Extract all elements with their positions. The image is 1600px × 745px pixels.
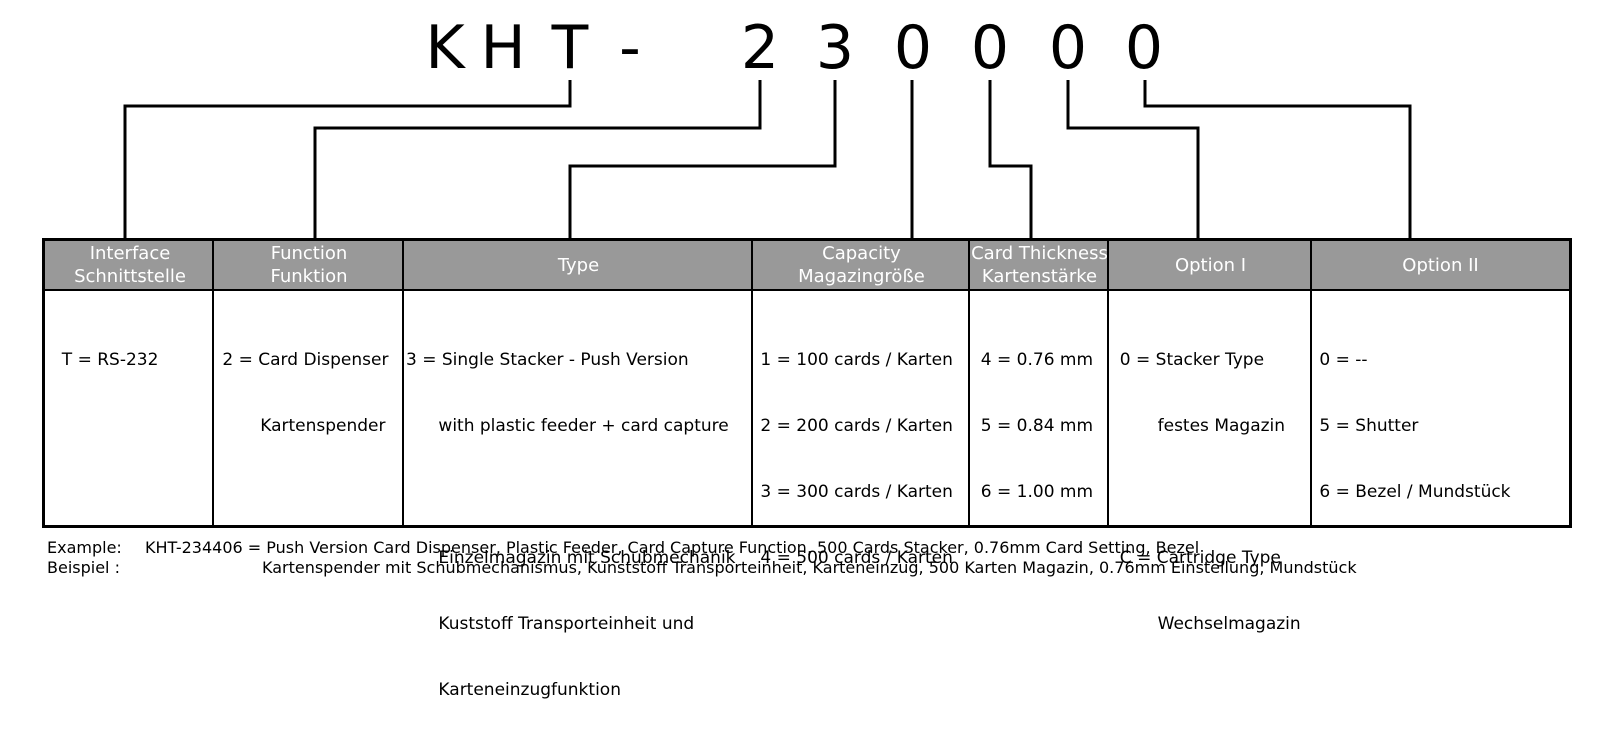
header-line-de: Kartenstärke [981, 266, 1098, 287]
cell-line: Karteneinzugfunktion [406, 680, 621, 700]
column-card-thickness: Card Thickness Kartenstärke 4 = 0.76 mm … [968, 241, 1109, 525]
example-line: Example: KHT-234406 = Push Version Card D… [47, 538, 1199, 558]
cell-line: 6 = 1.00 mm [970, 482, 1094, 502]
column-cell: 3 = Single Stacker - Push Version with p… [404, 305, 753, 745]
example-label: Example: [47, 538, 122, 557]
column-capacity: Capacity Magazingröße 1 = 100 cards / Ka… [751, 241, 970, 568]
cell-line: festes Magazin [1109, 416, 1286, 436]
code-char-option-1: 0 [1048, 13, 1088, 83]
cell-line: 1 = 100 cards / Karten [755, 350, 953, 370]
connector-lines [123, 80, 1412, 240]
header-line-de: Schnittstelle [74, 266, 186, 287]
beispiel-line: Beispiel : Kartenspender mit Schubmechan… [47, 558, 1357, 578]
column-cell: 2 = Card Dispenser Kartenspender [214, 305, 404, 481]
header-line-en: Type [557, 254, 600, 276]
code-char-h: H [480, 13, 526, 83]
column-option-1: Option I 0 = Stacker Type festes Magazin… [1107, 241, 1312, 634]
cell-line: C = Cartridge Type [1109, 548, 1281, 568]
cell-line: 2 = 200 cards / Karten [755, 416, 953, 436]
connector-interface [123, 80, 572, 240]
header-line-en: Option I [1174, 254, 1247, 276]
column-header: Function Funktion [214, 241, 404, 291]
cell-line [1109, 481, 1312, 503]
cell-line: T = RS-232 [51, 350, 159, 370]
column-cell: 0 = -- 5 = Shutter 6 = Bezel / Mundstück [1312, 305, 1569, 547]
cell-line: with plastic feeder + card capture [406, 416, 729, 436]
cell-line: 0 = Stacker Type [1109, 350, 1265, 370]
cell-line [406, 481, 753, 503]
cell-line: 3 = 300 cards / Karten [755, 482, 953, 502]
column-cell: 0 = Stacker Type festes Magazin C = Cart… [1109, 305, 1312, 679]
code-table: Interface Schnittstelle T = RS-232 Funct… [42, 238, 1572, 700]
column-cell: 1 = 100 cards / Karten 2 = 200 cards / K… [753, 305, 970, 613]
column-cell: T = RS-232 [45, 305, 215, 415]
column-function: Function Funktion 2 = Card Dispenser Kar… [212, 241, 404, 525]
cell-line: 0 = -- [1314, 350, 1368, 370]
column-header: Card Thickness Kartenstärke [970, 241, 1109, 291]
column-header: Option II [1312, 241, 1569, 291]
column-type: Type 3 = Single Stacker - Push Version w… [402, 241, 753, 700]
code-char-type: 3 [815, 13, 855, 83]
column-header: Interface Schnittstelle [45, 241, 215, 291]
header-line-de: Magazingröße [798, 266, 925, 287]
beispiel-label: Beispiel : [47, 558, 120, 577]
code-char-capacity: 0 [893, 13, 933, 83]
code-char-function: 2 [740, 13, 780, 83]
cell-line: Kartenspender [217, 416, 386, 436]
cell-line: Kuststoff Transporteinheit und [406, 614, 695, 634]
cell-line: 4 = 500 cards / Karten [755, 548, 953, 568]
code-char-t: T [551, 13, 589, 83]
code-char-dash: - [619, 13, 641, 83]
column-option-2: Option II 0 = -- 5 = Shutter 6 = Bezel /… [1310, 241, 1569, 525]
header-line-en: Capacity [822, 243, 901, 264]
code-char-k: K [425, 13, 465, 83]
example-text: KHT-234406 = Push Version Card Dispenser… [145, 538, 1200, 557]
code-char-thickness: 0 [970, 13, 1010, 83]
cell-line: 3 = Single Stacker - Push Version [406, 350, 689, 370]
header-line-en: Card Thickness [971, 243, 1108, 264]
cell-line: 2 = Card Dispenser [217, 350, 389, 370]
cell-line: 4 = 0.76 mm [970, 350, 1094, 370]
cell-line: Einzelmagazin mit Schubmechanik [406, 548, 736, 568]
column-cell: 4 = 0.76 mm 5 = 0.84 mm 6 = 1.00 mm [970, 305, 1109, 547]
connector-option-2 [1143, 80, 1412, 240]
connector-option-1 [1066, 80, 1200, 240]
header-line-en: Function [270, 243, 348, 264]
cell-line: Wechselmagazin [1109, 614, 1301, 634]
header-line-en: Option II [1402, 254, 1479, 276]
cell-line: 5 = Shutter [1314, 416, 1419, 436]
column-interface: Interface Schnittstelle T = RS-232 [45, 241, 215, 525]
column-header: Type [404, 241, 753, 291]
connector-function [313, 80, 762, 240]
connector-type [568, 80, 837, 240]
cell-line: 5 = 0.84 mm [970, 416, 1094, 436]
header-line-de: Funktion [270, 266, 348, 287]
column-header: Capacity Magazingröße [753, 241, 970, 291]
connector-thickness [988, 80, 1033, 240]
cell-line: 6 = Bezel / Mundstück [1314, 482, 1511, 502]
header-line-en: Interface [89, 243, 171, 264]
column-header: Option I [1109, 241, 1312, 291]
beispiel-text: Kartenspender mit Schubmechanismus, Kuns… [145, 558, 1357, 577]
code-char-option-2: 0 [1124, 13, 1164, 83]
